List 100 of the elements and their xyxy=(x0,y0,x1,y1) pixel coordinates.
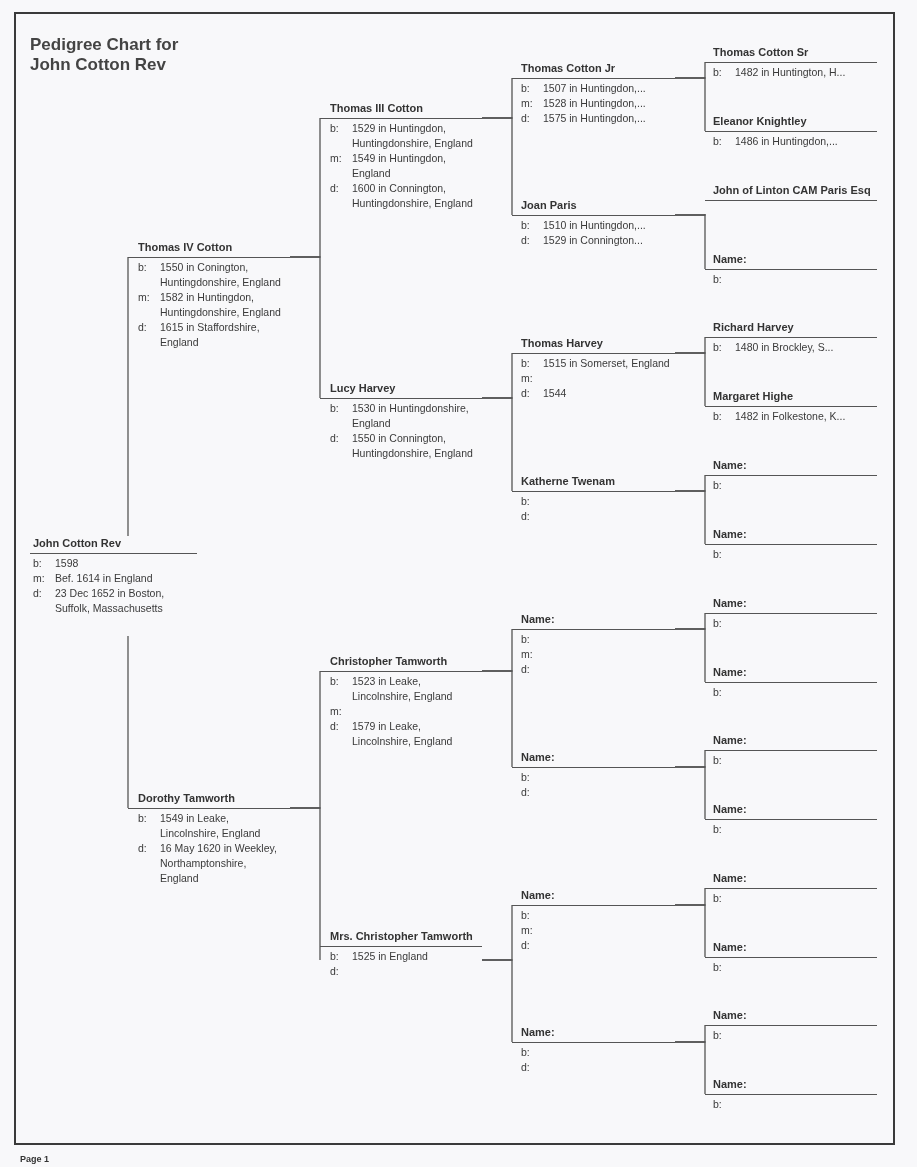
person-name: Name: xyxy=(512,888,675,906)
life-event: d: xyxy=(521,1060,531,1075)
life-event: b: xyxy=(521,1045,531,1060)
life-event: d: 16 May 1620 in Weekley, Northamptonshire, England xyxy=(138,841,278,886)
life-event: b: 1515 in Somerset, England xyxy=(521,356,671,371)
person-entry xyxy=(705,45,877,80)
person-name: Name: xyxy=(512,1025,675,1043)
life-event: b: xyxy=(521,770,531,785)
life-event: b: xyxy=(713,478,723,493)
life-event: m: Bef. 1614 in England xyxy=(33,571,154,586)
person-entry xyxy=(705,389,877,424)
life-event: b: 1480 in Brockley, S... xyxy=(713,340,835,355)
life-event: d: 1600 in Connington, Huntingdonshire, England xyxy=(330,181,474,211)
life-event: b: xyxy=(713,960,723,975)
life-event: b: xyxy=(713,753,723,768)
person-name: Thomas IV Cotton xyxy=(128,240,290,258)
person-name: Name: xyxy=(705,527,877,545)
life-event: b: 1482 in Folkestone, K... xyxy=(713,409,847,424)
person-name: Joan Paris xyxy=(512,198,675,216)
person-name: Name: xyxy=(705,871,877,889)
person-entry xyxy=(705,114,877,149)
person-entry xyxy=(320,101,482,211)
person-entry xyxy=(512,198,675,248)
life-event: b: 1510 in Huntingdon,... xyxy=(521,218,647,233)
person-name: Name: xyxy=(705,1008,877,1026)
connector-line xyxy=(481,959,513,1043)
life-event: d: 1529 in Connington... xyxy=(521,233,644,248)
person-name: Margaret Highe xyxy=(705,389,877,407)
person-name: Name: xyxy=(705,458,877,476)
life-event: d: 23 Dec 1652 in Boston, Suffolk, Massachusetts xyxy=(33,586,166,616)
person-name: Name: xyxy=(705,802,877,820)
life-event: b: 1486 in Huntingdon,... xyxy=(713,134,839,149)
person-name: Name: xyxy=(512,612,675,630)
life-event: m: 1528 in Huntingdon,... xyxy=(521,96,647,111)
person-entry xyxy=(512,61,675,126)
person-name: Christopher Tamworth xyxy=(320,654,482,672)
person-entry xyxy=(705,320,877,355)
life-event: d: xyxy=(521,509,531,524)
person-entry xyxy=(30,536,197,616)
life-event: b: 1525 in England xyxy=(330,949,429,964)
person-name: Thomas Cotton Jr xyxy=(512,61,675,79)
chart-title: Pedigree Chart for John Cotton Rev xyxy=(30,35,180,75)
person-name: John Cotton Rev xyxy=(30,536,197,554)
life-event: b: xyxy=(713,616,723,631)
connector-line xyxy=(674,766,706,820)
life-event: b: xyxy=(713,822,723,837)
life-event: b: 1482 in Huntington, H... xyxy=(713,65,847,80)
life-event: b: xyxy=(713,272,723,287)
life-event: m: xyxy=(521,371,534,386)
connector-line xyxy=(481,117,513,216)
life-event: b: 1598 xyxy=(33,556,80,571)
person-name: Name: xyxy=(705,1077,877,1095)
connector-line xyxy=(674,490,706,545)
person-name: Name: xyxy=(705,940,877,958)
person-name: Thomas III Cotton xyxy=(320,101,482,119)
life-event: d: xyxy=(521,785,531,800)
person-name: Name: xyxy=(705,596,877,614)
life-event: b: xyxy=(713,1028,723,1043)
life-event: d: 1579 in Leake, Lincolnshire, England xyxy=(330,719,454,749)
connector-line xyxy=(674,628,706,683)
person-name: Lucy Harvey xyxy=(320,381,482,399)
life-event: d: xyxy=(521,662,531,677)
life-event: d: xyxy=(521,938,531,953)
life-event: b: xyxy=(521,632,531,647)
person-name: Dorothy Tamworth xyxy=(128,791,290,809)
person-name: Katherne Twenam xyxy=(512,474,675,492)
life-event: b: xyxy=(713,1097,723,1112)
connector-line xyxy=(674,77,706,132)
connector-line xyxy=(127,256,129,537)
person-name: Name: xyxy=(705,665,877,683)
person-name: Name: xyxy=(705,733,877,751)
life-event: d: 1615 in Staffordshire, England xyxy=(138,320,261,350)
person-entry xyxy=(320,381,482,461)
life-event: d: 1550 in Connington, Huntingdonshire, England xyxy=(330,431,474,461)
connector-line xyxy=(289,256,321,399)
life-event: m: xyxy=(521,923,534,938)
person-name: Name: xyxy=(705,252,877,270)
connector-line xyxy=(481,670,513,768)
life-event: m: xyxy=(521,647,534,662)
connector-line xyxy=(481,397,513,492)
person-name: Richard Harvey xyxy=(705,320,877,338)
life-event: b: xyxy=(713,891,723,906)
connector-line xyxy=(674,214,706,270)
person-name: Thomas Cotton Sr xyxy=(705,45,877,63)
person-entry xyxy=(320,654,482,749)
person-entry xyxy=(128,791,290,886)
life-event: b: xyxy=(713,685,723,700)
person-name: Thomas Harvey xyxy=(512,336,675,354)
connector-line xyxy=(674,904,706,958)
life-event: b: xyxy=(713,547,723,562)
life-event: m: xyxy=(330,704,343,719)
person-name: Eleanor Knightley xyxy=(705,114,877,132)
person-name: Mrs. Christopher Tamworth xyxy=(320,929,482,947)
connector-line xyxy=(127,635,129,809)
person-name: John of Linton CAM Paris Esq xyxy=(705,183,877,201)
page-number: Page 1 xyxy=(20,1153,50,1166)
person-name: Name: xyxy=(512,750,675,768)
person-entry xyxy=(128,240,290,350)
connector-line xyxy=(289,807,321,961)
life-event: b: xyxy=(521,494,531,509)
